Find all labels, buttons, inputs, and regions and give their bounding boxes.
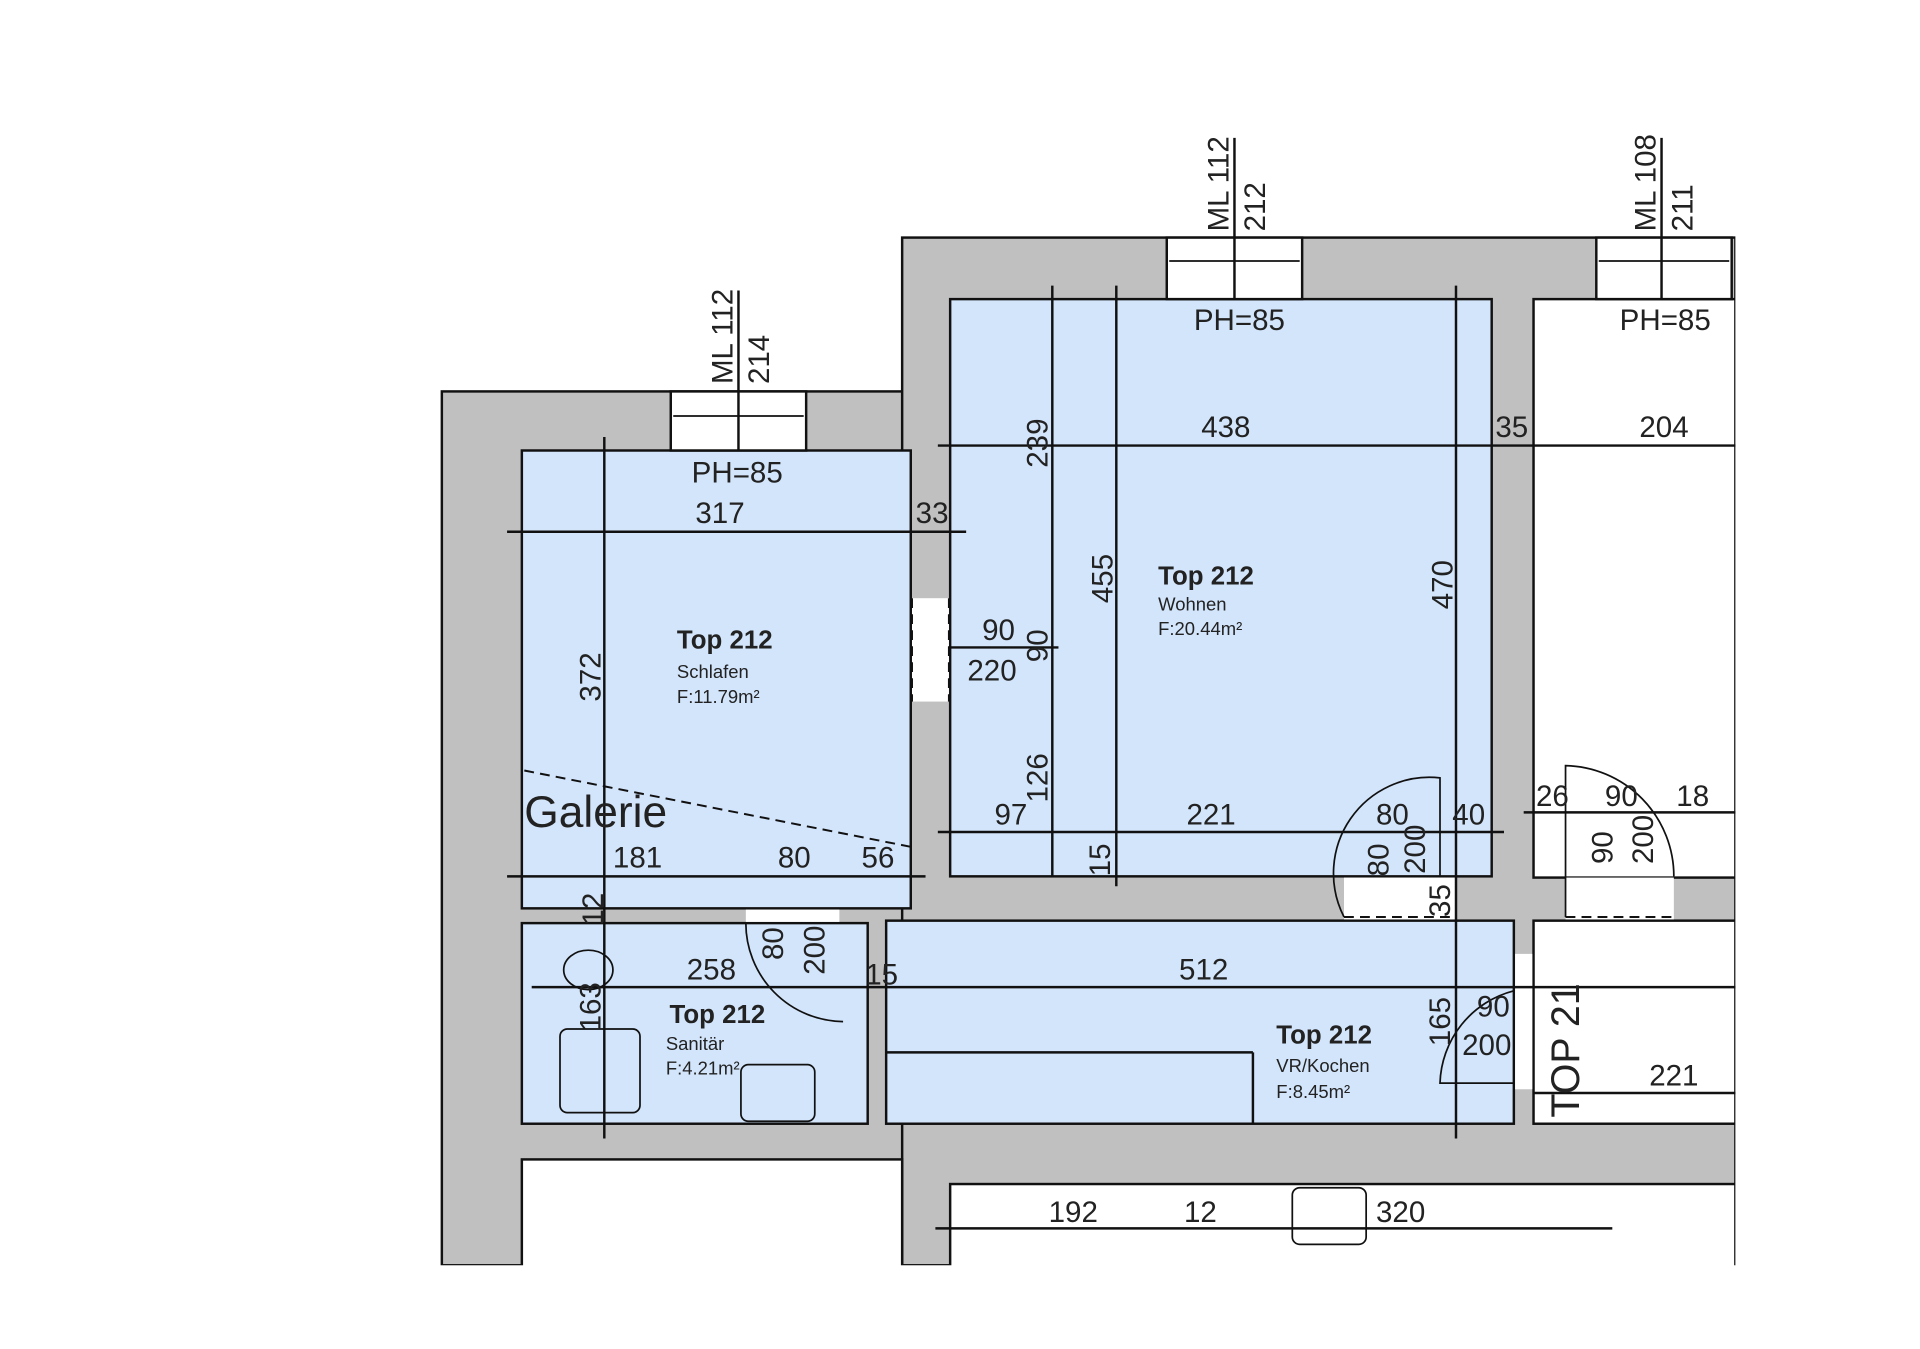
rooms bbox=[0, 221, 1920, 1349]
svg-text:165: 165 bbox=[1424, 997, 1457, 1046]
svg-text:181: 181 bbox=[613, 842, 662, 875]
svg-text:200: 200 bbox=[1399, 825, 1432, 874]
svg-text:35: 35 bbox=[1424, 884, 1457, 917]
svg-text:200: 200 bbox=[799, 926, 832, 975]
svg-text:204: 204 bbox=[1639, 411, 1688, 444]
svg-text:Top 212: Top 212 bbox=[670, 1001, 766, 1029]
neighbor-unit-label: TOP 21 bbox=[1544, 983, 1588, 1117]
svg-text:15: 15 bbox=[865, 959, 898, 992]
room-vr-kochen bbox=[884, 919, 1516, 1125]
svg-text:258: 258 bbox=[687, 954, 736, 987]
svg-text:15: 15 bbox=[1084, 844, 1117, 877]
svg-text:33: 33 bbox=[916, 497, 949, 530]
svg-text:35: 35 bbox=[1495, 411, 1528, 444]
svg-text:97: 97 bbox=[994, 799, 1027, 832]
svg-text:Schlafen: Schlafen bbox=[677, 661, 749, 682]
svg-text:Top 212: Top 212 bbox=[677, 627, 773, 655]
room-sanitaer bbox=[520, 921, 869, 1125]
svg-text:126: 126 bbox=[1021, 753, 1054, 802]
svg-text:F:11.79m²: F:11.79m² bbox=[677, 686, 760, 707]
svg-text:Top 212: Top 212 bbox=[1158, 563, 1254, 591]
svg-text:320: 320 bbox=[1376, 1196, 1425, 1229]
svg-text:200: 200 bbox=[1627, 815, 1660, 864]
svg-text:PH=85: PH=85 bbox=[1620, 304, 1711, 337]
svg-text:211: 211 bbox=[1666, 184, 1699, 231]
svg-text:18: 18 bbox=[1676, 780, 1709, 813]
svg-text:455: 455 bbox=[1087, 554, 1120, 603]
svg-text:ML 108: ML 108 bbox=[1629, 134, 1662, 231]
window-schlafen: ML 112 214 PH=85 bbox=[669, 289, 808, 489]
svg-text:90: 90 bbox=[982, 614, 1015, 647]
svg-text:80: 80 bbox=[1362, 844, 1395, 877]
room-wohnen bbox=[948, 297, 1493, 878]
svg-text:80: 80 bbox=[757, 927, 790, 960]
svg-text:Sanitär: Sanitär bbox=[666, 1033, 724, 1054]
svg-text:ML 112: ML 112 bbox=[706, 289, 739, 384]
dimension-lines bbox=[507, 285, 1736, 1246]
svg-text:40: 40 bbox=[1452, 799, 1485, 832]
svg-text:214: 214 bbox=[743, 335, 776, 384]
svg-text:438: 438 bbox=[1201, 411, 1250, 444]
svg-text:90: 90 bbox=[1021, 629, 1054, 662]
svg-text:192: 192 bbox=[1049, 1196, 1098, 1229]
window-right: ML 108 211 PH=85 bbox=[1595, 134, 1733, 337]
svg-text:80: 80 bbox=[1376, 799, 1409, 832]
svg-text:470: 470 bbox=[1426, 560, 1459, 609]
svg-text:12: 12 bbox=[577, 893, 610, 926]
svg-text:239: 239 bbox=[1021, 418, 1054, 467]
svg-text:317: 317 bbox=[695, 497, 744, 530]
svg-text:221: 221 bbox=[1186, 799, 1235, 832]
svg-text:56: 56 bbox=[862, 842, 895, 875]
svg-text:90: 90 bbox=[1605, 780, 1638, 813]
svg-text:90: 90 bbox=[1586, 831, 1619, 864]
svg-text:163: 163 bbox=[575, 982, 608, 1031]
svg-text:12: 12 bbox=[1184, 1196, 1217, 1229]
windows: ML 112 214 PH=85 ML 112 212 PH=85 ML 108… bbox=[669, 134, 1733, 489]
svg-text:372: 372 bbox=[575, 652, 608, 701]
svg-text:80: 80 bbox=[778, 842, 811, 875]
svg-text:ML 112: ML 112 bbox=[1202, 136, 1235, 231]
svg-text:F:20.44m²: F:20.44m² bbox=[1158, 618, 1242, 639]
openings bbox=[744, 598, 1675, 1090]
svg-text:220: 220 bbox=[967, 655, 1016, 688]
svg-text:PH=85: PH=85 bbox=[692, 456, 783, 489]
svg-text:Wohnen: Wohnen bbox=[1158, 593, 1226, 614]
svg-text:90: 90 bbox=[1477, 991, 1510, 1024]
window-wohnen: ML 112 212 PH=85 bbox=[1165, 136, 1304, 337]
svg-text:512: 512 bbox=[1179, 954, 1228, 987]
dimension-labels: 317 33 372 181 80 56 438 35 204 239 455 … bbox=[575, 411, 1710, 1229]
svg-text:F:8.45m²: F:8.45m² bbox=[1276, 1081, 1350, 1102]
svg-text:Top 212: Top 212 bbox=[1276, 1022, 1372, 1050]
svg-text:VR/Kochen: VR/Kochen bbox=[1276, 1055, 1369, 1076]
svg-text:26: 26 bbox=[1536, 780, 1569, 813]
galerie-label: Galerie bbox=[524, 788, 667, 837]
room-labels: Top 212 Schlafen F:11.79m² Top 212 Wohne… bbox=[524, 563, 1588, 1118]
svg-text:221: 221 bbox=[1649, 1060, 1698, 1093]
svg-text:F:4.21m²: F:4.21m² bbox=[666, 1057, 740, 1078]
svg-text:212: 212 bbox=[1239, 182, 1272, 231]
svg-text:200: 200 bbox=[1462, 1029, 1511, 1062]
svg-text:PH=85: PH=85 bbox=[1194, 304, 1285, 337]
